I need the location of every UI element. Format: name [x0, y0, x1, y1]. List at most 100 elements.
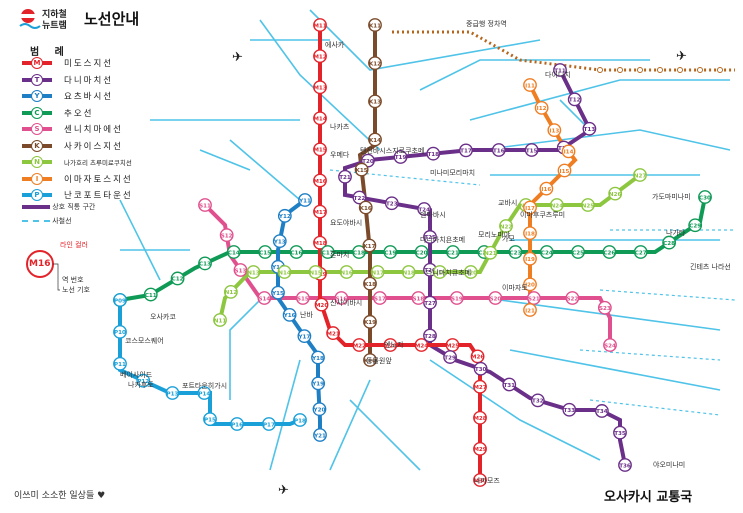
station-C29[interactable]: [688, 218, 703, 233]
station-I15[interactable]: [557, 163, 572, 178]
station-T19[interactable]: [393, 150, 408, 164]
station-M23[interactable]: [383, 338, 398, 352]
station-N21[interactable]: [483, 245, 498, 260]
station-N12[interactable]: [223, 284, 238, 299]
station-N13[interactable]: [246, 265, 261, 279]
station-M17[interactable]: [313, 204, 327, 219]
station-Y16[interactable]: [282, 307, 297, 322]
station-P12[interactable]: [136, 373, 151, 388]
station-T28[interactable]: [423, 328, 437, 343]
station-M18[interactable]: [313, 235, 327, 250]
station-C14[interactable]: [226, 245, 241, 259]
station-M21[interactable]: [326, 326, 340, 340]
station-S12[interactable]: [219, 228, 234, 242]
station-T35[interactable]: [613, 425, 627, 440]
station-I19[interactable]: [523, 251, 537, 266]
station-I16[interactable]: [539, 181, 554, 196]
station-M30[interactable]: [473, 473, 487, 487]
station-S21[interactable]: [526, 291, 541, 305]
station-T17[interactable]: [459, 143, 473, 158]
station-K15[interactable]: [354, 162, 369, 177]
station-T34[interactable]: [594, 404, 609, 418]
station-I11[interactable]: [523, 78, 537, 92]
station-I21[interactable]: [523, 303, 537, 317]
station-I17[interactable]: [523, 200, 537, 215]
station-P18[interactable]: [293, 413, 307, 427]
station-I14[interactable]: [561, 144, 576, 159]
station-K16[interactable]: [358, 200, 373, 215]
station-C30[interactable]: [698, 190, 712, 204]
station-S18[interactable]: [411, 291, 426, 305]
station-Y20[interactable]: [312, 402, 327, 417]
station-P10[interactable]: [113, 324, 127, 339]
station-T15[interactable]: [524, 143, 539, 157]
station-N19[interactable]: [432, 265, 447, 279]
station-T16[interactable]: [491, 143, 506, 157]
station-M13[interactable]: [313, 80, 327, 95]
station-C11[interactable]: [143, 287, 158, 302]
station-P17[interactable]: [262, 417, 276, 431]
station-M27[interactable]: [473, 379, 487, 394]
station-T22[interactable]: [352, 190, 367, 205]
station-C21[interactable]: [445, 245, 460, 259]
station-S22[interactable]: [565, 291, 580, 305]
station-T24[interactable]: [417, 202, 432, 216]
station-K18[interactable]: [363, 276, 377, 291]
station-C27[interactable]: [633, 245, 648, 259]
station-Y17[interactable]: [297, 329, 312, 343]
station-M20[interactable]: [314, 297, 329, 312]
station-M12[interactable]: [313, 49, 327, 63]
station-K17[interactable]: [362, 238, 377, 253]
station-P13[interactable]: [165, 386, 180, 400]
station-M24[interactable]: [414, 338, 429, 352]
station-N22[interactable]: [499, 219, 513, 233]
station-T31[interactable]: [502, 377, 517, 392]
station-P16[interactable]: [230, 417, 244, 431]
station-S15[interactable]: [295, 291, 310, 305]
station-N16[interactable]: [339, 265, 354, 279]
station-T36[interactable]: [618, 458, 632, 472]
station-N15[interactable]: [308, 265, 323, 279]
station-T13[interactable]: [582, 121, 597, 136]
station-T29[interactable]: [443, 350, 457, 364]
station-Y18[interactable]: [311, 350, 325, 365]
station-I20[interactable]: [523, 277, 537, 292]
station-Y12[interactable]: [277, 208, 292, 223]
station-S23[interactable]: [597, 300, 612, 315]
station-C20[interactable]: [414, 245, 429, 259]
station-M26[interactable]: [470, 349, 485, 364]
station-T25[interactable]: [423, 230, 437, 244]
station-N24[interactable]: [549, 198, 564, 212]
station-C25[interactable]: [571, 245, 585, 259]
station-C15[interactable]: [258, 245, 273, 259]
station-P11[interactable]: [113, 356, 127, 371]
station-S14[interactable]: [257, 291, 272, 305]
station-T21[interactable]: [338, 169, 352, 184]
station-M14[interactable]: [313, 111, 327, 126]
station-N20[interactable]: [463, 265, 478, 279]
station-K20[interactable]: [363, 353, 377, 367]
station-N18[interactable]: [401, 265, 416, 279]
station-I13[interactable]: [547, 123, 562, 137]
station-C19[interactable]: [383, 245, 398, 259]
station-N17[interactable]: [370, 265, 385, 279]
station-C16[interactable]: [289, 245, 304, 259]
station-K14[interactable]: [368, 132, 382, 147]
station-S16[interactable]: [334, 291, 349, 305]
station-Y13[interactable]: [272, 234, 287, 249]
station-K13[interactable]: [368, 94, 382, 109]
station-S24[interactable]: [603, 338, 617, 352]
station-C17[interactable]: [320, 245, 335, 259]
station-K19[interactable]: [363, 314, 377, 329]
station-N11[interactable]: [213, 313, 227, 327]
station-C18[interactable]: [352, 245, 366, 259]
station-C13[interactable]: [198, 256, 212, 271]
station-P14[interactable]: [197, 386, 212, 400]
station-M11[interactable]: [313, 18, 327, 32]
station-T23[interactable]: [384, 196, 399, 211]
station-M15[interactable]: [313, 142, 327, 157]
station-Y15[interactable]: [271, 285, 285, 300]
station-P09[interactable]: [113, 293, 127, 307]
station-P15[interactable]: [203, 412, 217, 427]
station-M28[interactable]: [473, 410, 487, 425]
